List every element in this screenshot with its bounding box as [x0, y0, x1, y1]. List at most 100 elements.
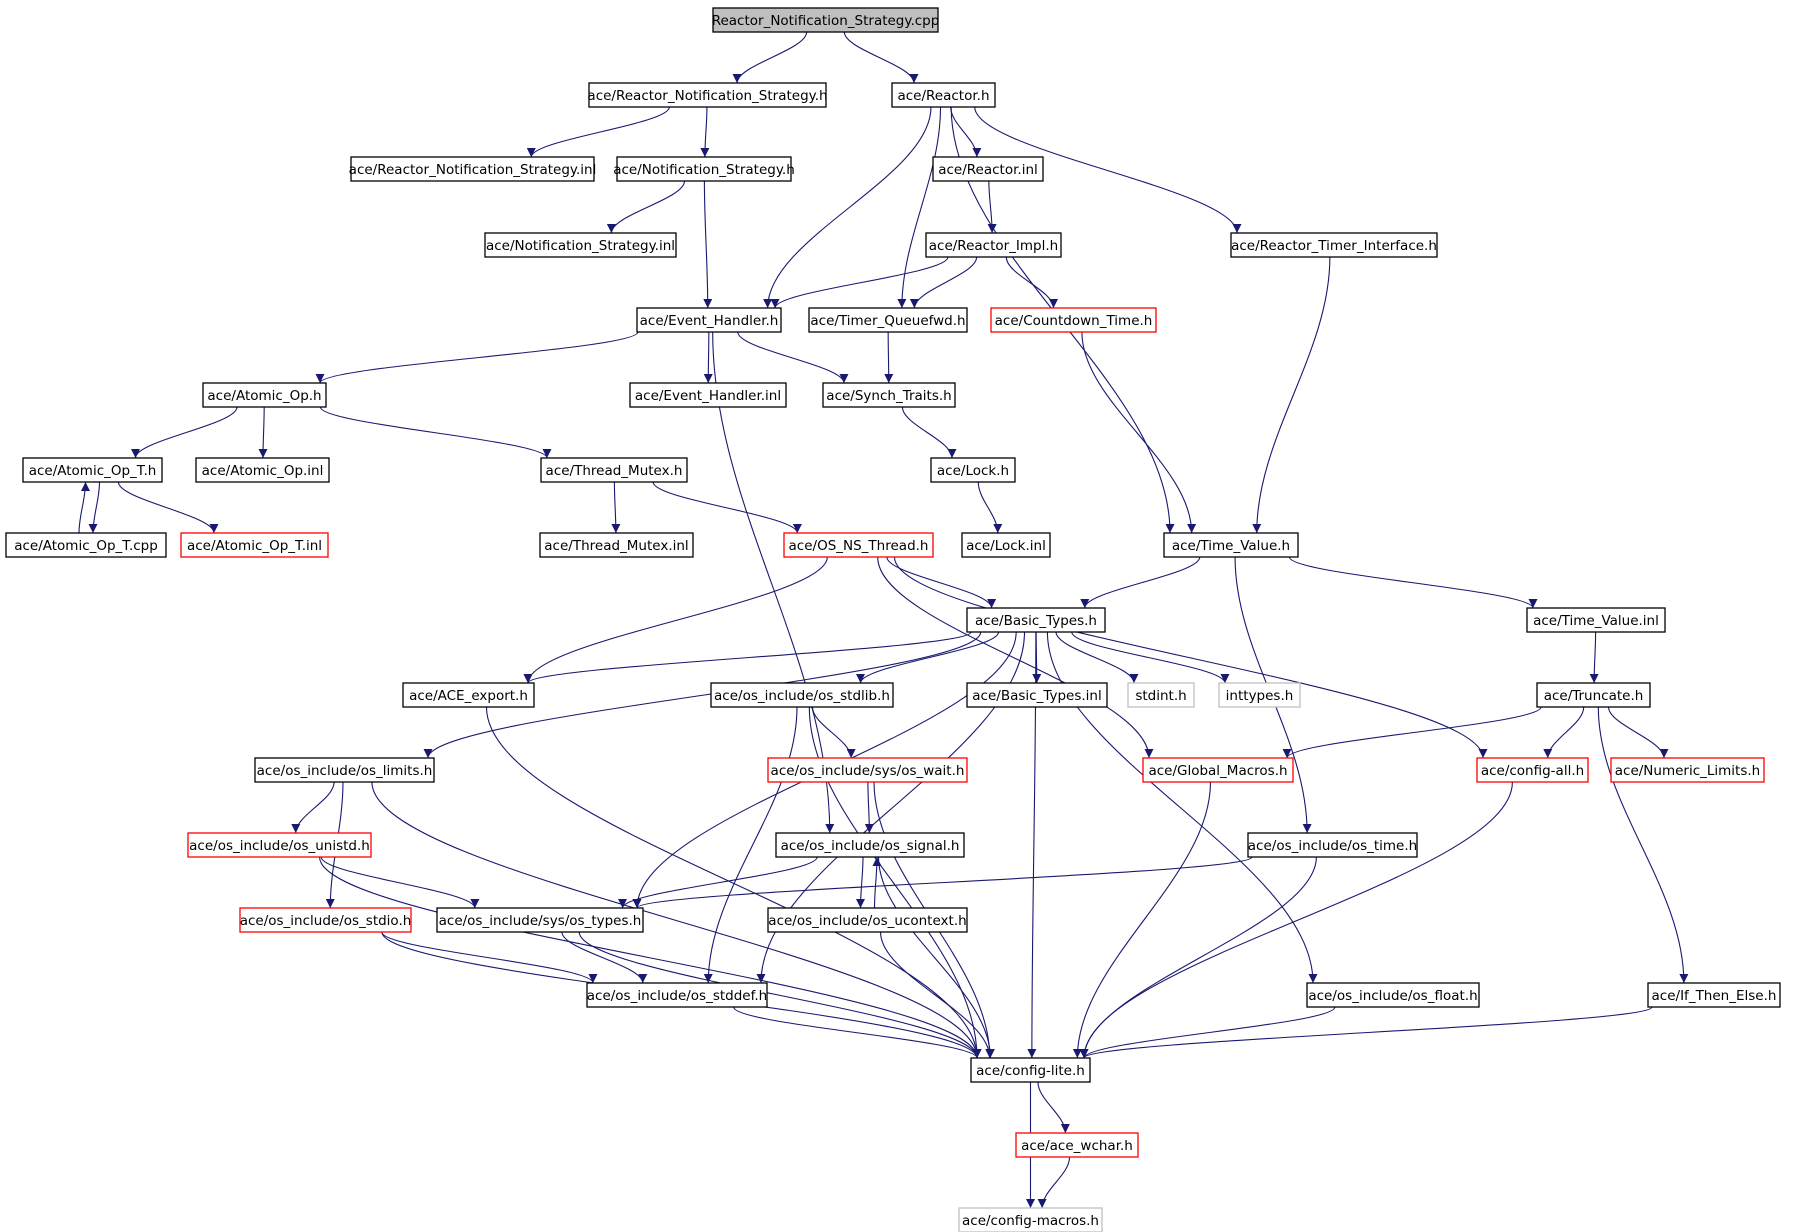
node-box[interactable]	[925, 232, 1062, 258]
node-box[interactable]	[1247, 832, 1418, 858]
node-box[interactable]	[966, 682, 1108, 708]
node-global-macros[interactable]: ace/Global_Macros.h	[1142, 757, 1294, 783]
node-lock-inl[interactable]: ace/Lock.inl	[961, 532, 1051, 558]
node-box[interactable]	[1647, 982, 1781, 1008]
node-os-stdlib[interactable]: ace/os_include/os_stdlib.h	[710, 682, 894, 708]
node-reactor-h[interactable]: ace/Reactor.h	[891, 82, 996, 108]
node-box[interactable]	[1536, 682, 1651, 708]
node-box[interactable]	[180, 532, 329, 558]
node-box[interactable]	[710, 682, 894, 708]
node-box[interactable]	[958, 1207, 1103, 1232]
node-os-ucontext[interactable]: ace/os_include/os_ucontext.h	[767, 907, 968, 933]
node-reactor-impl[interactable]: ace/Reactor_Impl.h	[925, 232, 1062, 258]
node-box[interactable]	[891, 82, 996, 108]
node-os-signal[interactable]: ace/os_include/os_signal.h	[775, 832, 965, 858]
node-atomic-op-t-cpp[interactable]: ace/Atomic_Op_T.cpp	[5, 532, 167, 558]
node-box[interactable]	[254, 757, 435, 783]
node-numeric-limits[interactable]: ace/Numeric_Limits.h	[1610, 757, 1765, 783]
node-box[interactable]	[636, 307, 782, 333]
node-box[interactable]	[5, 532, 167, 558]
node-box[interactable]	[970, 1057, 1091, 1083]
node-box[interactable]	[808, 307, 968, 333]
node-atomic-op-t-inl[interactable]: ace/Atomic_Op_T.inl	[180, 532, 329, 558]
node-box[interactable]	[930, 457, 1016, 483]
node-box[interactable]	[484, 232, 677, 258]
node-box[interactable]	[932, 156, 1044, 182]
node-ace-export[interactable]: ace/ACE_export.h	[402, 682, 535, 708]
node-box[interactable]	[540, 457, 688, 483]
node-eh-inl[interactable]: ace/Event_Handler.inl	[629, 382, 787, 408]
node-os-wait[interactable]: ace/os_include/sys/os_wait.h	[767, 757, 968, 783]
node-ns-inl[interactable]: ace/Notification_Strategy.inl	[484, 232, 677, 258]
node-box[interactable]	[187, 832, 372, 858]
node-box[interactable]	[22, 457, 163, 483]
node-stdint[interactable]: stdint.h	[1127, 682, 1195, 708]
node-os-float[interactable]: ace/os_include/os_float.h	[1306, 982, 1480, 1008]
node-if-then-else[interactable]: ace/If_Then_Else.h	[1647, 982, 1781, 1008]
node-inttypes[interactable]: inttypes.h	[1218, 682, 1301, 708]
node-os-types[interactable]: ace/os_include/sys/os_types.h	[436, 907, 644, 933]
node-box[interactable]	[402, 682, 535, 708]
node-box[interactable]	[712, 7, 939, 33]
node-box[interactable]	[966, 607, 1106, 633]
node-basic-types-h[interactable]: ace/Basic_Types.h	[966, 607, 1106, 633]
node-time-value-h[interactable]: ace/Time_Value.h	[1163, 532, 1299, 558]
node-box[interactable]	[1230, 232, 1438, 258]
node-box[interactable]	[202, 382, 327, 408]
node-thread-mutex-inl[interactable]: ace/Thread_Mutex.inl	[539, 532, 694, 558]
node-box[interactable]	[961, 532, 1051, 558]
node-box[interactable]	[1306, 982, 1480, 1008]
node-os-stddef[interactable]: ace/os_include/os_stddef.h	[586, 982, 768, 1008]
node-box[interactable]	[990, 307, 1157, 333]
node-box[interactable]	[1526, 607, 1666, 633]
node-box[interactable]	[1127, 682, 1195, 708]
node-box[interactable]	[616, 156, 792, 182]
node-os-stdio[interactable]: ace/os_include/os_stdio.h	[239, 907, 412, 933]
node-truncate[interactable]: ace/Truncate.h	[1536, 682, 1651, 708]
node-box[interactable]	[1015, 1132, 1139, 1158]
node-config-all[interactable]: ace/config-all.h	[1476, 757, 1589, 783]
node-atomic-op-t-h[interactable]: ace/Atomic_Op_T.h	[22, 457, 163, 483]
node-config-macros[interactable]: ace/config-macros.h	[958, 1207, 1103, 1232]
node-eh-h[interactable]: ace/Event_Handler.h	[636, 307, 782, 333]
node-box[interactable]	[239, 907, 412, 933]
node-rns-h[interactable]: ace/Reactor_Notification_Strategy.h	[587, 82, 828, 108]
node-box[interactable]	[1476, 757, 1589, 783]
node-os-time[interactable]: ace/os_include/os_time.h	[1247, 832, 1418, 858]
node-os-limits[interactable]: ace/os_include/os_limits.h	[254, 757, 435, 783]
node-countdown[interactable]: ace/Countdown_Time.h	[990, 307, 1157, 333]
node-atomic-op-inl[interactable]: ace/Atomic_Op.inl	[195, 457, 330, 483]
node-box[interactable]	[1218, 682, 1301, 708]
node-thread-mutex-h[interactable]: ace/Thread_Mutex.h	[540, 457, 688, 483]
node-os-ns-thread[interactable]: ace/OS_NS_Thread.h	[783, 532, 934, 558]
node-box[interactable]	[1610, 757, 1765, 783]
node-rti-h[interactable]: ace/Reactor_Timer_Interface.h	[1230, 232, 1438, 258]
node-box[interactable]	[1142, 757, 1294, 783]
node-box[interactable]	[195, 457, 330, 483]
node-box[interactable]	[588, 82, 827, 108]
node-config-lite[interactable]: ace/config-lite.h	[970, 1057, 1091, 1083]
node-box[interactable]	[767, 907, 968, 933]
node-box[interactable]	[775, 832, 965, 858]
node-box[interactable]	[586, 982, 768, 1008]
node-tqfwd[interactable]: ace/Timer_Queuefwd.h	[808, 307, 968, 333]
node-ace-wchar[interactable]: ace/ace_wchar.h	[1015, 1132, 1139, 1158]
node-root[interactable]: Reactor_Notification_Strategy.cpp	[712, 7, 940, 33]
node-box[interactable]	[1163, 532, 1299, 558]
node-box[interactable]	[436, 907, 644, 933]
node-atomic-op[interactable]: ace/Atomic_Op.h	[202, 382, 327, 408]
node-lock-h[interactable]: ace/Lock.h	[930, 457, 1016, 483]
node-box[interactable]	[783, 532, 934, 558]
node-box[interactable]	[629, 382, 787, 408]
node-rns-inl[interactable]: ace/Reactor_Notification_Strategy.inl	[349, 156, 597, 182]
node-box[interactable]	[767, 757, 968, 783]
node-reactor-inl[interactable]: ace/Reactor.inl	[932, 156, 1044, 182]
node-box[interactable]	[350, 156, 595, 182]
node-ns-h[interactable]: ace/Notification_Strategy.h	[613, 156, 795, 182]
node-time-value-inl[interactable]: ace/Time_Value.inl	[1526, 607, 1666, 633]
node-os-unistd[interactable]: ace/os_include/os_unistd.h	[187, 832, 372, 858]
node-box[interactable]	[539, 532, 694, 558]
node-basic-types-inl[interactable]: ace/Basic_Types.inl	[966, 682, 1108, 708]
node-synch-traits[interactable]: ace/Synch_Traits.h	[822, 382, 956, 408]
node-box[interactable]	[822, 382, 956, 408]
